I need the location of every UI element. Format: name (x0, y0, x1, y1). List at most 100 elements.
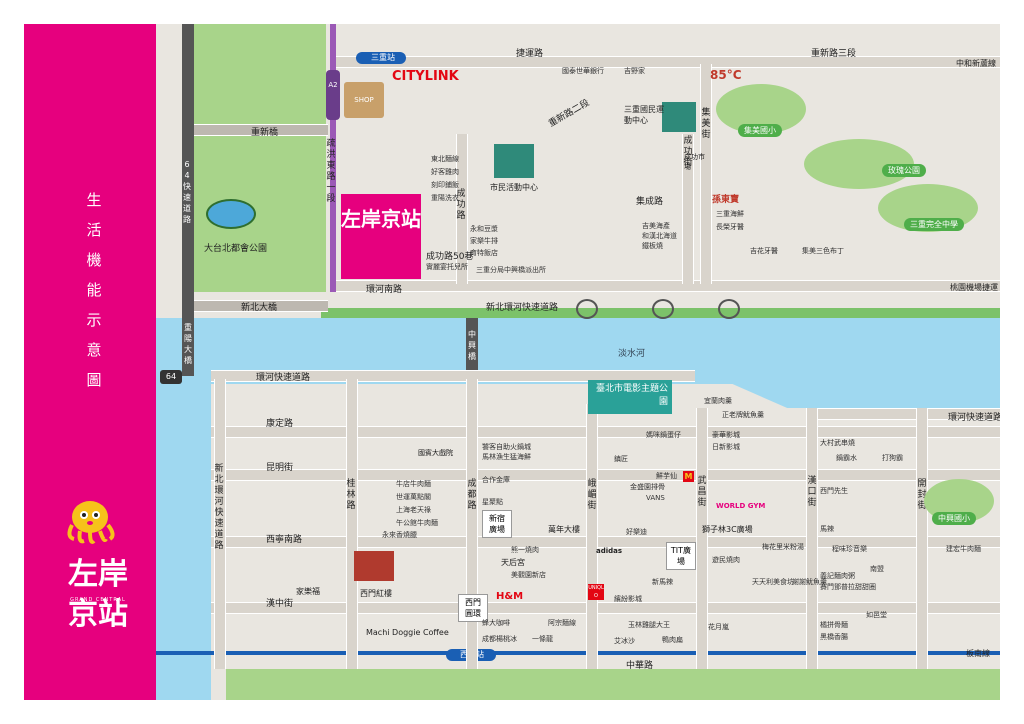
film-park-badge: 臺北市電影主題公園 (588, 380, 672, 414)
poi-yulin: 玉林雞腿大王 (628, 621, 670, 629)
road-emei (586, 404, 598, 669)
poi-dongbei: 東北麵線 (431, 155, 459, 163)
road-wuchang (696, 408, 708, 669)
poi-sanchong-seafood: 三重海鮮 (716, 210, 744, 218)
road-kaifeng (916, 408, 928, 669)
poi-laotianlu: 上海老天祿 (396, 506, 431, 514)
citizen-center-icon (494, 144, 534, 178)
poi-dagou: 打狗霸 (882, 454, 903, 462)
poi-ruyitang: 如邑堂 (866, 611, 887, 619)
road-hankou-label: 漢口街 (807, 476, 817, 508)
wannian-label: 萬年大樓 (548, 525, 580, 534)
poi-yonghe: 永和豆漿 (470, 225, 498, 233)
road-chongxin-bridge-label: 重新橋 (251, 128, 279, 138)
tianhou-label: 天后宮 (501, 558, 525, 567)
poi-hokkaido: 和漢北海道 (642, 232, 677, 240)
poi-jiale: 家樂牛排 (470, 237, 498, 245)
road-emei-label: 峨嵋街 (587, 479, 597, 511)
poi-shili: 實麗宴托兒所 (426, 263, 468, 271)
xinsu-square: 新宿廣場 (482, 510, 512, 538)
poi-dacun: 大村武串燒 (820, 439, 855, 447)
sanchong-station-pill (356, 52, 406, 64)
road-ring-right-label: 環河快速道路 (948, 413, 1000, 423)
daipei-park-label: 大台北都會公園 (204, 244, 268, 254)
cinema-label: 國賓大戲院 (418, 449, 453, 457)
poi-shaorou: 熊一燒肉 (511, 546, 539, 554)
road-guilin-label: 桂林路 (346, 479, 356, 511)
wanquan-school-label: 三重完全中學 (904, 218, 964, 231)
poi-mala: 馬辣 (820, 525, 834, 533)
poi-simon: 賽門鄧普拉甜甜圈 (820, 583, 876, 591)
carrefour-label: 家樂福 (296, 587, 320, 596)
poi-niudian: 牛店牛肉麵 (396, 480, 431, 488)
brand-logo: 左岸京站 (58, 555, 138, 635)
poi-tiantianli: 天天利美食坊 (752, 578, 794, 586)
metro-bannan-label: 板南線 (966, 649, 990, 658)
road-jiejie-label: 捷運路 (516, 49, 544, 59)
poi-jimei-seafood: 吉美海產 (642, 222, 670, 230)
river-label: 淡水河 (618, 349, 646, 359)
shop-bag-icon: SHOP (344, 82, 384, 118)
vertical-title: 生活機能示意圖 (86, 191, 102, 389)
road-kangding-label: 康定路 (266, 419, 294, 429)
river-west-channel (156, 374, 211, 700)
road-kaifeng-label: 開封街 (917, 479, 927, 511)
poi-keyin: 刻印鋪飯 (431, 181, 459, 189)
octopus-mascot-icon (67, 501, 115, 544)
poi-meiguanyuan: 美觀園新店 (511, 571, 546, 579)
chenggong-50-label: 成功路50巷 (426, 252, 474, 262)
poi-ximen-sir: 西門先生 (820, 487, 848, 495)
area-map: 淡水河 大台北都會公園 捷運路 重新路三段 中和新蘆線 重新橋 環河南路 桃園機… (156, 24, 1000, 700)
poi-azong: 阿宗麵線 (548, 619, 576, 627)
brand-logo-text: 左岸京站 (68, 557, 128, 632)
poi-beef-noodle: 建宏牛肉麵 (946, 545, 981, 553)
poi-squid: 正老牌魷魚羹 (722, 411, 764, 419)
sanchong-station-label: 三重站 (371, 53, 395, 62)
metro-line-vertical (330, 24, 336, 292)
poi-cathay-bank: 國泰世華銀行 (562, 67, 604, 75)
poi-yoshinoya: 吉野家 (624, 67, 645, 75)
poi-vans: VANS (646, 494, 665, 502)
poi-yangtao: 成都楊桃冰 (482, 635, 517, 643)
pond (206, 199, 256, 229)
road-ring-west (214, 379, 226, 669)
cyclist-icon-3 (718, 299, 740, 319)
sport-center-label: 三重國民運動中心 (624, 105, 664, 125)
poi-chengweizhen: 程味珍音樂 (832, 545, 867, 553)
road-chenggong-label: 成功路 (456, 189, 466, 221)
road-xining-south-label: 西寧南路 (266, 535, 303, 545)
hm-label: H&M (496, 591, 524, 602)
road-chengdu (466, 379, 478, 669)
poi-rixin-cinema: 日新影城 (712, 443, 740, 451)
poi-wugongguan: 午公館牛肉麵 (396, 519, 438, 527)
poi-xianyu: 鮮芋仙 (656, 472, 677, 480)
road-ring-south (211, 370, 695, 382)
poi-guoba: 鍋霸水 (836, 454, 857, 462)
uniqlo-logo: UNIQLO (588, 584, 604, 600)
poi-hotpot: 饕客自助火鍋城 (482, 443, 531, 451)
zhongxing-school-label: 中興國小 (932, 512, 976, 525)
cyclist-icon-2 (652, 299, 674, 319)
road-jimei (700, 64, 712, 284)
poi-teppanyaki: 鐵板燒 (642, 242, 663, 250)
poi-sundongbao: 孫東寶 (712, 195, 740, 205)
road-hanzhong (211, 602, 1000, 614)
road-chongxin3-label: 重新路三段 (811, 49, 857, 59)
project-logo-box: 左岸京站 (341, 194, 421, 279)
poi-jihua-dental: 吉花牙醫 (750, 247, 778, 255)
world-gym-label: WORLD GYM (716, 502, 766, 510)
poi-fengda: 蜂大咖啡 (482, 619, 510, 627)
poi-zhenjiang: 鎮匠 (614, 455, 628, 463)
red-house-icon (354, 551, 394, 581)
road-chenggong-st-label: 成功街 (683, 136, 693, 168)
poi-xiexie: 謝謝魷魚羹 (792, 578, 827, 586)
poi-haoke: 好客雞肉 (431, 168, 459, 176)
metro-taoyuan-label: 桃園機場捷運 (950, 283, 998, 292)
expressway-chongyang (182, 318, 194, 376)
lion-square-label: 獅子林3C廣場 (702, 525, 753, 534)
road-chenggong (456, 134, 468, 284)
road-chongxin-bridge (194, 124, 328, 136)
poi-police: 三重分局中興橋派出所 (476, 266, 546, 274)
road-huanhe-south (331, 280, 1000, 292)
n85-logo: 85°C (710, 68, 742, 82)
